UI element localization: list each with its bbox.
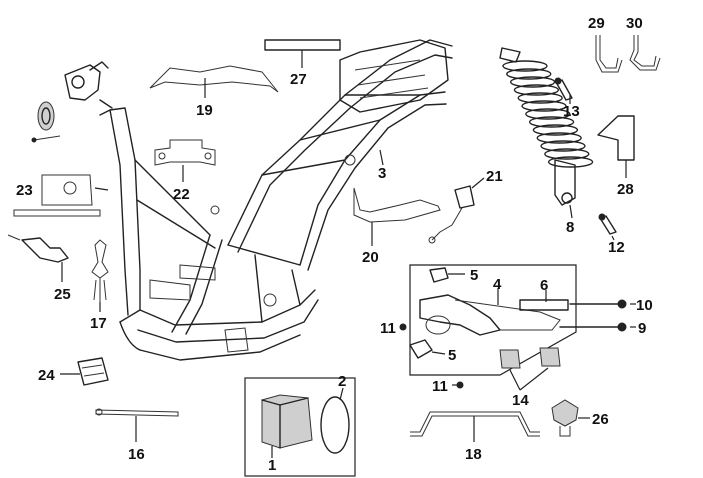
- part-16-cable-tie: [95, 408, 179, 442]
- callout-12: 12: [608, 239, 625, 256]
- part-27-label-plate: [264, 39, 341, 68]
- main-frame: [99, 39, 453, 361]
- steering-bracket: [31, 61, 113, 143]
- spring-coil: [509, 76, 556, 88]
- callout-27: 27: [290, 71, 307, 88]
- callout-8: 8: [566, 219, 574, 236]
- callout-2: 2: [338, 373, 346, 390]
- part-29-30-clips: [595, 35, 661, 73]
- callout-11-low: 11: [432, 378, 448, 395]
- callout-28: 28: [617, 181, 634, 198]
- part-17-clip: [91, 239, 109, 305]
- spring-coil: [521, 100, 567, 112]
- spring-coil: [536, 132, 582, 144]
- spring-coil: [506, 68, 552, 80]
- part-25-bracket: [7, 234, 69, 282]
- spring-coil: [540, 140, 586, 152]
- spring-coil: [544, 148, 590, 160]
- callout-18: 18: [465, 446, 482, 463]
- spring-coil: [532, 124, 579, 136]
- callout-24: 24: [38, 367, 55, 384]
- callout-1: 1: [268, 457, 276, 474]
- part-12-bolt: [598, 213, 617, 235]
- callout-25: 25: [54, 286, 71, 303]
- swing-arm-assembly: [399, 264, 636, 391]
- leader-lines: [94, 95, 615, 328]
- spring-coil: [502, 60, 548, 72]
- callout-3: 3: [378, 165, 386, 182]
- part-21-sensor: [428, 177, 485, 244]
- callout-5-bottom: 5: [448, 347, 456, 364]
- callout-26: 26: [592, 411, 609, 428]
- callout-9: 9: [638, 320, 646, 337]
- part-20-bracket: [353, 187, 441, 246]
- part-13-bolt: [554, 77, 573, 101]
- spring-coil: [547, 156, 594, 168]
- callout-20: 20: [362, 249, 379, 266]
- callout-13: 13: [563, 103, 580, 120]
- spring-coil: [525, 108, 571, 120]
- callout-10: 10: [636, 297, 653, 314]
- part-23-bracket: [13, 174, 101, 217]
- callout-labels: 1 2 3 4 5 5 6 8 9 10 11 11 12 13 14 16 1…: [16, 15, 653, 474]
- callout-23: 23: [16, 182, 33, 199]
- part-19-bracket: [149, 65, 279, 98]
- callout-4: 4: [493, 276, 502, 293]
- spring-coil: [517, 92, 563, 104]
- callout-14: 14: [512, 392, 529, 409]
- callout-17: 17: [90, 315, 107, 332]
- spring-coil: [528, 116, 575, 128]
- spring-coil: [513, 84, 560, 96]
- callout-21: 21: [486, 168, 503, 185]
- callout-6: 6: [540, 277, 548, 294]
- callout-22: 22: [173, 186, 190, 203]
- callout-5-top: 5: [470, 267, 478, 284]
- callout-29: 29: [588, 15, 605, 32]
- part-22-bracket: [154, 139, 216, 182]
- part-18-bracket: [410, 411, 540, 442]
- part-24-bracket: [60, 357, 109, 386]
- part-1-2-box: [244, 377, 356, 477]
- rear-shock-absorber: [499, 47, 594, 219]
- part-26-clip: [551, 399, 590, 437]
- callout-16: 16: [128, 446, 145, 463]
- callout-19: 19: [196, 102, 213, 119]
- part-28-cover: [597, 115, 635, 178]
- callout-30: 30: [626, 15, 643, 32]
- callout-11-mid: 11: [380, 320, 396, 337]
